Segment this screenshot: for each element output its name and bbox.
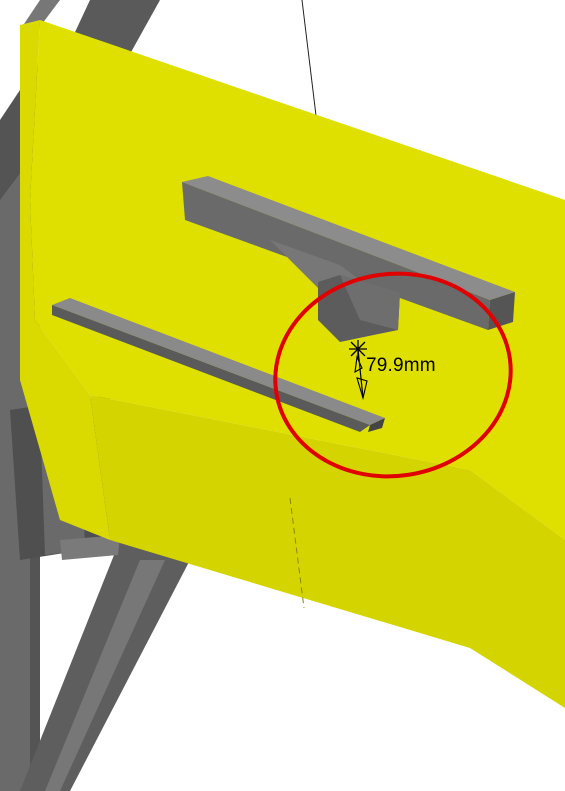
beam-seam-line [289, 497, 305, 609]
yellow-beam[interactable] [20, 20, 565, 708]
construction-line [301, 0, 319, 133]
lower-channel[interactable] [52, 298, 385, 432]
lower-channel-front [52, 305, 370, 432]
upper-bracket-top [182, 176, 515, 300]
upper-bracket-front [182, 182, 490, 330]
frame-diagonal-lower-edge [45, 560, 165, 791]
measurement-value-label[interactable]: 79.9mm [366, 355, 436, 376]
lower-channel-top [52, 298, 385, 425]
upper-bracket-leg-face [340, 275, 400, 330]
lower-channel-end [368, 418, 385, 432]
beam-top-face [30, 20, 565, 540]
upper-bracket[interactable] [182, 176, 515, 342]
highlight-circle [273, 271, 513, 479]
distance-marker-icon[interactable] [349, 340, 368, 401]
beam-front-face [90, 395, 565, 708]
beam-end-face [20, 20, 110, 540]
frame-bracket-lip [60, 535, 120, 560]
